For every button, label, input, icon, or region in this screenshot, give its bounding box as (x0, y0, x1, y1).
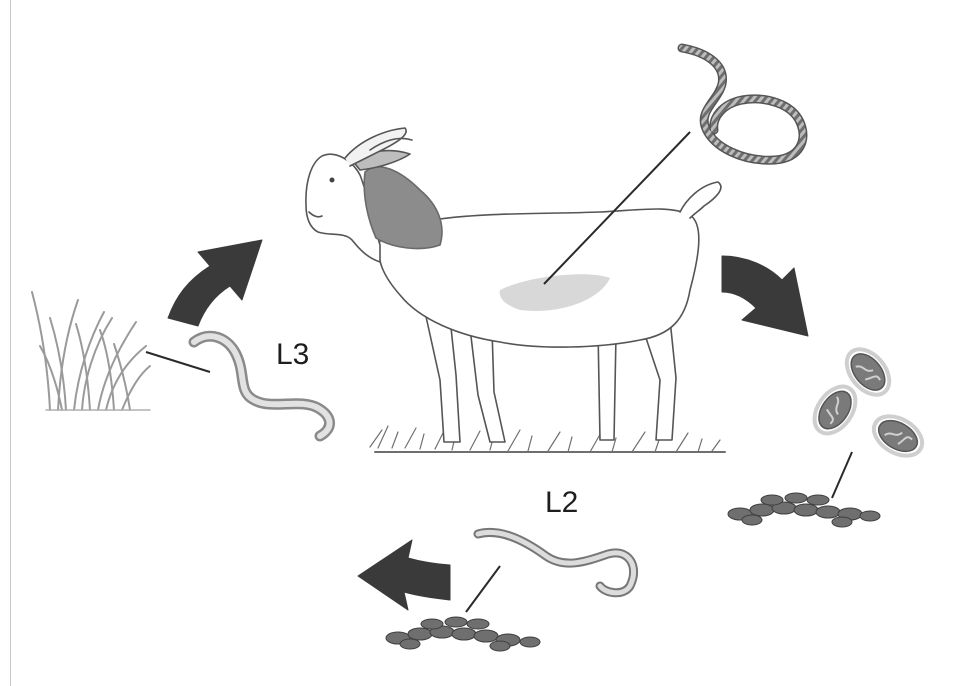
egg-icon (806, 341, 929, 464)
goat-icon (306, 128, 725, 452)
arrow-to-left (358, 540, 450, 610)
label-l3: L3 (276, 340, 309, 370)
arrow-to-goat (168, 240, 262, 326)
feces-icon (386, 617, 540, 651)
l2-pointer (466, 566, 500, 612)
arrow-to-eggs (722, 256, 808, 336)
larva-icon (478, 532, 634, 592)
feces-icon (728, 493, 880, 527)
egg-pointer (832, 452, 852, 498)
grass-pointer (146, 352, 210, 372)
grass-icon (32, 292, 150, 410)
worm-icon (682, 48, 803, 160)
label-l2: L2 (545, 488, 578, 518)
